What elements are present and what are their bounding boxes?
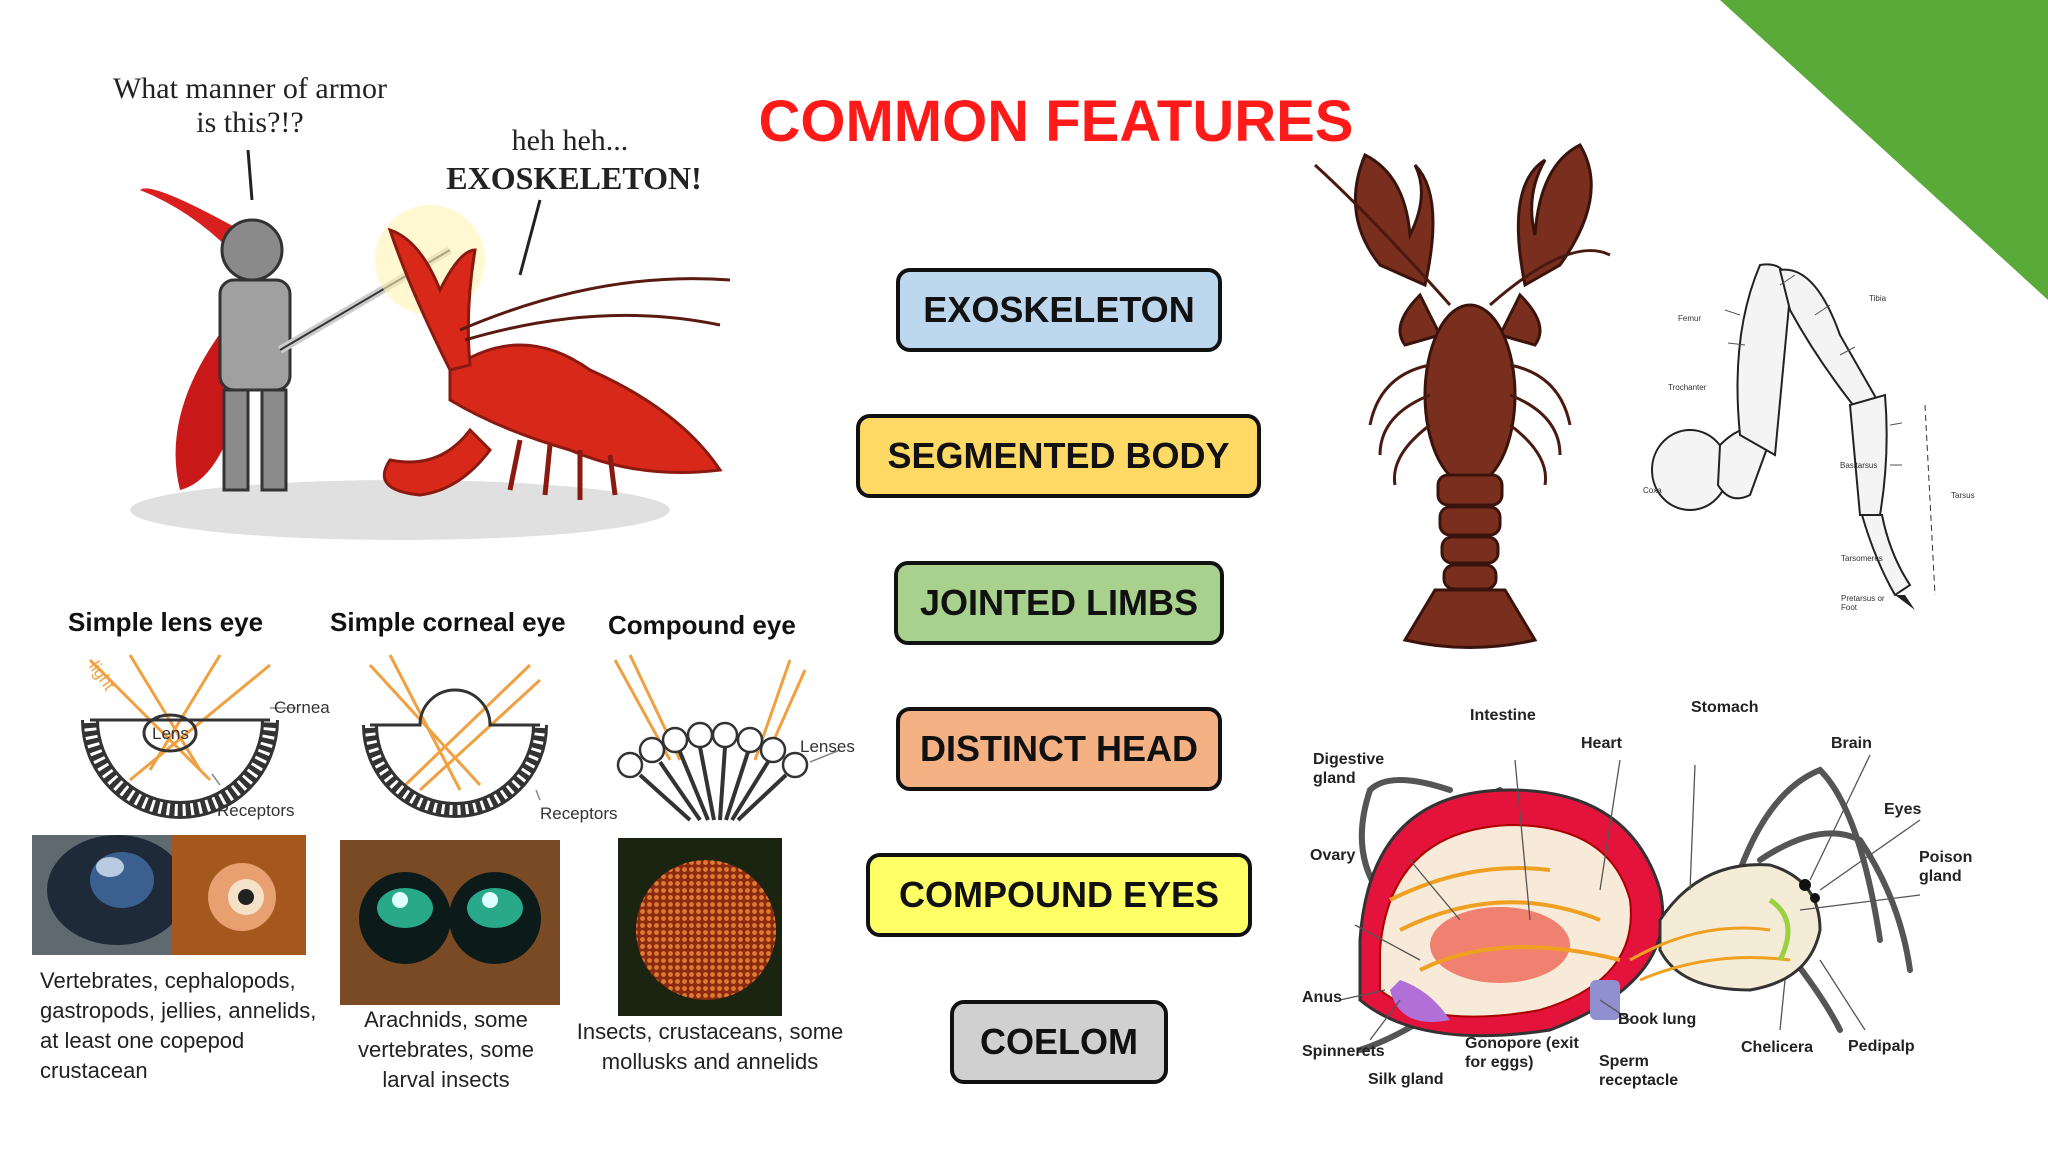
spider-label-ovary: Ovary <box>1310 847 1356 864</box>
spider-label-silk-gland: Silk gland <box>1368 1071 1444 1088</box>
feature-compound-eyes: COMPOUND EYES <box>866 853 1252 937</box>
knight-speech: What manner of armor is this?!? <box>112 72 388 139</box>
corner-accent <box>1720 0 2048 300</box>
cartoon-lobster-body <box>448 343 723 474</box>
spider-label-poison-gland: Poison gland <box>1919 849 1973 885</box>
lobster-illustration <box>1313 143 1611 649</box>
spider-label-eyes: Eyes <box>1884 801 1922 818</box>
eye-title-simple-lens: Simple lens eye <box>68 607 264 637</box>
leg-label-basitarsus: Basitarsus <box>1840 461 1878 470</box>
spider-label-sperm-receptacle: Sperm receptacle <box>1599 1053 1679 1089</box>
feature-coelom: COELOM <box>950 1000 1168 1084</box>
feature-jointed-limbs: JOINTED LIMBS <box>894 561 1224 645</box>
spider-label-anus: Anus <box>1302 989 1342 1006</box>
label-cornea: Cornea <box>274 698 330 717</box>
caption-simple-corneal: Arachnids, some vertebrates, some larval… <box>357 1007 535 1092</box>
eye-title-compound: Compound eye <box>608 610 796 640</box>
leg-label-coxa: Coxa <box>1643 486 1662 495</box>
spider-label-brain: Brain <box>1831 735 1872 752</box>
feature-segmented-body: SEGMENTED BODY <box>856 414 1261 498</box>
caption-simple-lens: Vertebrates, cephalopods, gastropods, je… <box>40 968 317 1083</box>
feature-distinct-head: DISTINCT HEAD <box>896 707 1222 791</box>
spider-label-digestive-gland: Digestive gland <box>1313 751 1385 787</box>
caption-compound: Insects, crustaceans, some mollusks and … <box>576 1019 844 1074</box>
jointed-leg-illustration <box>1651 263 1936 610</box>
spider-label-chelicera: Chelicera <box>1741 1039 1814 1056</box>
spider-label-heart: Heart <box>1581 735 1622 752</box>
leg-label-tibia: Tibia <box>1869 294 1887 303</box>
slide-title: COMMON FEATURES <box>758 89 1354 154</box>
feature-exoskeleton: EXOSKELETON <box>896 268 1222 352</box>
knight-plume <box>140 188 240 250</box>
label-receptors-2: Receptors <box>540 804 618 823</box>
label-lens: Lens <box>152 724 189 743</box>
spider-anatomy-diagram <box>1339 754 1921 1053</box>
photo-compound-eye <box>618 838 782 1016</box>
leg-label-femur: Femur <box>1678 314 1702 323</box>
eye-type-diagrams <box>81 654 841 822</box>
knight-lobster-cartoon <box>130 150 731 540</box>
spider-label-gonopore: Gonopore (exit for eggs) <box>1465 1035 1579 1071</box>
spider-label-intestine: Intestine <box>1470 707 1536 724</box>
label-lenses: Lenses <box>800 737 855 756</box>
leg-label-tarsomeres: Tarsomeres <box>1841 554 1883 563</box>
eye-title-simple-corneal: Simple corneal eye <box>330 607 566 637</box>
lobster-speech-2: EXOSKELETON! <box>446 160 702 196</box>
spider-label-pedipalp: Pedipalp <box>1848 1038 1915 1055</box>
spider-label-spinnerets: Spinnerets <box>1302 1043 1385 1060</box>
leg-label-tarsus: Tarsus <box>1951 491 1975 500</box>
photo-spider-eyes <box>340 840 560 1005</box>
leg-label-trochanter: Trochanter <box>1668 383 1707 392</box>
spider-label-stomach: Stomach <box>1691 699 1759 716</box>
photo-vertebrate-eyes <box>32 835 306 955</box>
lobster-speech-1: heh heh... <box>511 124 629 157</box>
leg-label-pretarsus: Pretarsus or Foot <box>1841 594 1885 612</box>
label-receptors-1: Receptors <box>217 801 295 820</box>
spider-label-book-lung: Book lung <box>1618 1011 1697 1028</box>
